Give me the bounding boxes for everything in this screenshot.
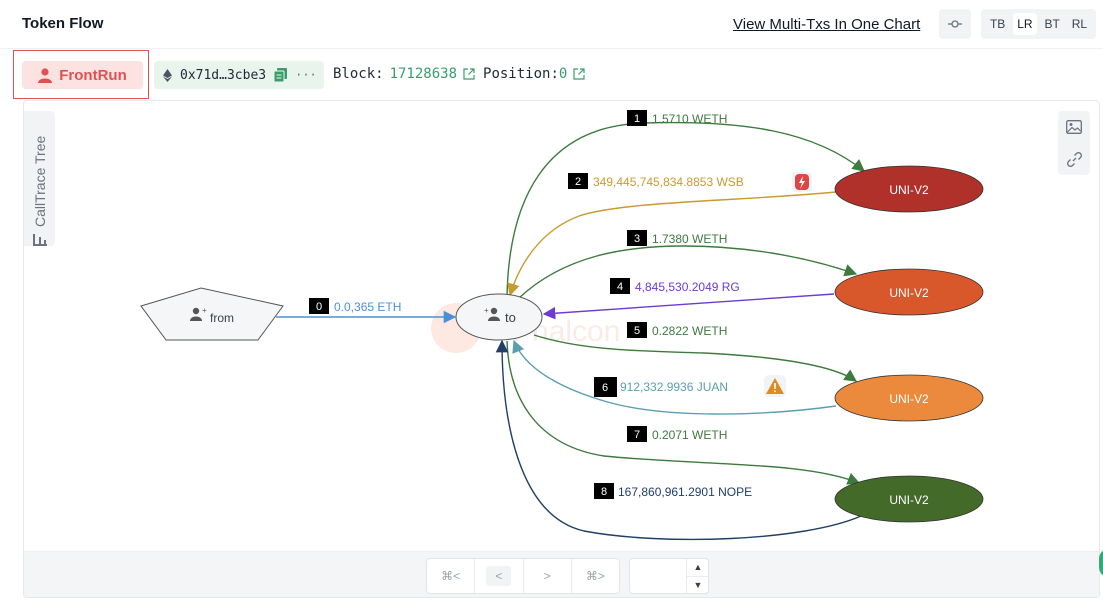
node-pool-4[interactable]: UNI-V2 — [834, 475, 984, 523]
canvas-toolbar — [1058, 111, 1090, 175]
to-label: to — [505, 310, 516, 325]
last-step-button[interactable]: ⌘> — [585, 569, 605, 583]
node-pool-1[interactable]: UNI-V2 — [834, 165, 984, 213]
next-step-button[interactable]: > — [524, 559, 572, 593]
export-image-button[interactable] — [1058, 111, 1090, 143]
edge-6[interactable] — [512, 339, 837, 415]
more-icon[interactable]: ··· — [295, 68, 317, 82]
block-info: Block: 17128638 Position: 0 — [333, 66, 585, 82]
share-link-button[interactable] — [1058, 143, 1090, 175]
svg-text:+: + — [202, 306, 207, 315]
position-value[interactable]: 0 — [558, 66, 568, 82]
tree-icon — [33, 234, 47, 246]
warning-icon — [764, 375, 786, 397]
pool-3-label: UNI-V2 — [889, 392, 929, 406]
block-label: Block: — [333, 66, 384, 82]
edge-amount: 167,860,961.2901 NOPE — [618, 485, 752, 499]
header-divider — [0, 48, 1103, 49]
edge-index: 5 — [634, 325, 640, 337]
position-label: Position: — [483, 66, 559, 82]
first-step-button[interactable]: ⌘< — [427, 559, 476, 593]
page-title: Token Flow — [22, 15, 104, 32]
edge-index: 2 — [575, 176, 581, 188]
token-flow-canvas[interactable]: Phalcon + from + — [23, 100, 1100, 598]
frontrun-tag[interactable]: FrontRun — [22, 61, 143, 89]
edge-index: 3 — [634, 233, 640, 245]
edge-label-4: 4 4,845,530.2049 RG — [610, 278, 740, 294]
block-number[interactable]: 17128638 — [389, 66, 458, 82]
highlight-frame — [13, 50, 149, 99]
node-pool-2[interactable]: UNI-V2 — [834, 268, 984, 316]
edge-4[interactable] — [542, 293, 835, 320]
edge-amount: 1.5710 WETH — [652, 112, 727, 126]
frontrun-label: FrontRun — [59, 66, 127, 84]
edge-5[interactable] — [533, 334, 858, 382]
edge-amount: 4,845,530.2049 RG — [635, 280, 740, 294]
layout-direction-group: TB LR BT RL — [981, 9, 1096, 39]
from-label: from — [210, 311, 234, 325]
direction-lr-button[interactable]: LR — [1013, 13, 1037, 35]
edge-index: 6 — [602, 382, 608, 394]
user-icon — [38, 67, 53, 83]
edge-label-0: 0 0.0,365 ETH — [309, 298, 401, 314]
pool-1-label: UNI-V2 — [889, 183, 929, 197]
link-icon — [1066, 151, 1082, 167]
prev-step-button[interactable]: < — [475, 559, 524, 593]
user-plus-icon: + — [484, 306, 500, 321]
step-input[interactable] — [632, 561, 684, 591]
edge-2[interactable] — [507, 191, 837, 297]
edge-amount: 912,332.9936 JUAN — [620, 380, 728, 394]
external-link-icon[interactable] — [463, 68, 475, 80]
node-to[interactable]: + to — [455, 293, 543, 341]
image-icon — [1066, 120, 1082, 134]
edge-7[interactable] — [506, 340, 861, 485]
flash-icon — [792, 172, 812, 192]
edge-label-7: 7 0.2071 WETH — [627, 426, 727, 442]
edge-label-6: 6 912,332.9936 JUAN — [594, 375, 786, 397]
pagination-bar: ⌘< < > ⌘> ▲ ▼ — [24, 551, 1099, 597]
flow-graph[interactable]: Phalcon + from + — [24, 101, 1100, 551]
node-from[interactable]: + from — [140, 287, 284, 341]
edge-amount: 0.0,365 ETH — [334, 300, 401, 314]
external-link-icon[interactable] — [573, 68, 585, 80]
edge-label-3: 3 1.7380 WETH — [627, 230, 727, 246]
edge-amount: 349,445,745,834.8853 WSB — [593, 175, 744, 189]
calltrace-tree-tab[interactable]: CallTrace Tree — [24, 111, 55, 246]
ethereum-icon — [163, 68, 172, 82]
user-plus-icon: + — [190, 306, 207, 321]
edge-3[interactable] — [518, 245, 858, 299]
edge-8[interactable] — [495, 339, 862, 541]
node-pool-3[interactable]: UNI-V2 — [834, 374, 984, 422]
tx-address-pill: 0x71d…3cbe3 ··· — [154, 61, 324, 89]
edge-amount: 0.2822 WETH — [652, 324, 727, 338]
step-navigation: ⌘< < > ⌘> — [426, 558, 620, 594]
stepper-down-icon[interactable]: ▼ — [693, 579, 703, 590]
edge-index: 8 — [601, 486, 607, 498]
pool-2-label: UNI-V2 — [889, 286, 929, 300]
stepper-up-icon[interactable]: ▲ — [687, 559, 709, 577]
direction-tb-button[interactable]: TB — [989, 17, 1006, 31]
view-multi-txs-link[interactable]: View Multi-Txs In One Chart — [733, 16, 921, 33]
edge-label-2: 2 349,445,745,834.8853 WSB — [568, 172, 812, 192]
edge-label-1: 1 1.5710 WETH — [627, 110, 727, 126]
floating-help-badge[interactable] — [1099, 548, 1103, 578]
edge-index: 1 — [634, 113, 640, 125]
toggle-icon — [948, 20, 962, 28]
swap-view-button[interactable] — [939, 9, 971, 39]
step-stepper: ▲ ▼ — [629, 558, 709, 594]
svg-text:+: + — [484, 306, 489, 315]
direction-rl-button[interactable]: RL — [1071, 17, 1088, 31]
copy-icon[interactable] — [274, 68, 288, 82]
edge-amount: 1.7380 WETH — [652, 232, 727, 246]
pool-4-label: UNI-V2 — [889, 493, 929, 507]
edge-amount: 0.2071 WETH — [652, 428, 727, 442]
tx-hash[interactable]: 0x71d…3cbe3 — [180, 67, 267, 83]
edge-label-8: 8 167,860,961.2901 NOPE — [594, 483, 752, 499]
edge-index: 4 — [617, 281, 623, 293]
edge-index: 7 — [634, 429, 640, 441]
edge-label-5: 5 0.2822 WETH — [627, 322, 727, 338]
edge-index: 0 — [316, 301, 322, 313]
direction-bt-button[interactable]: BT — [1044, 17, 1060, 31]
calltrace-label: CallTrace Tree — [32, 135, 48, 227]
